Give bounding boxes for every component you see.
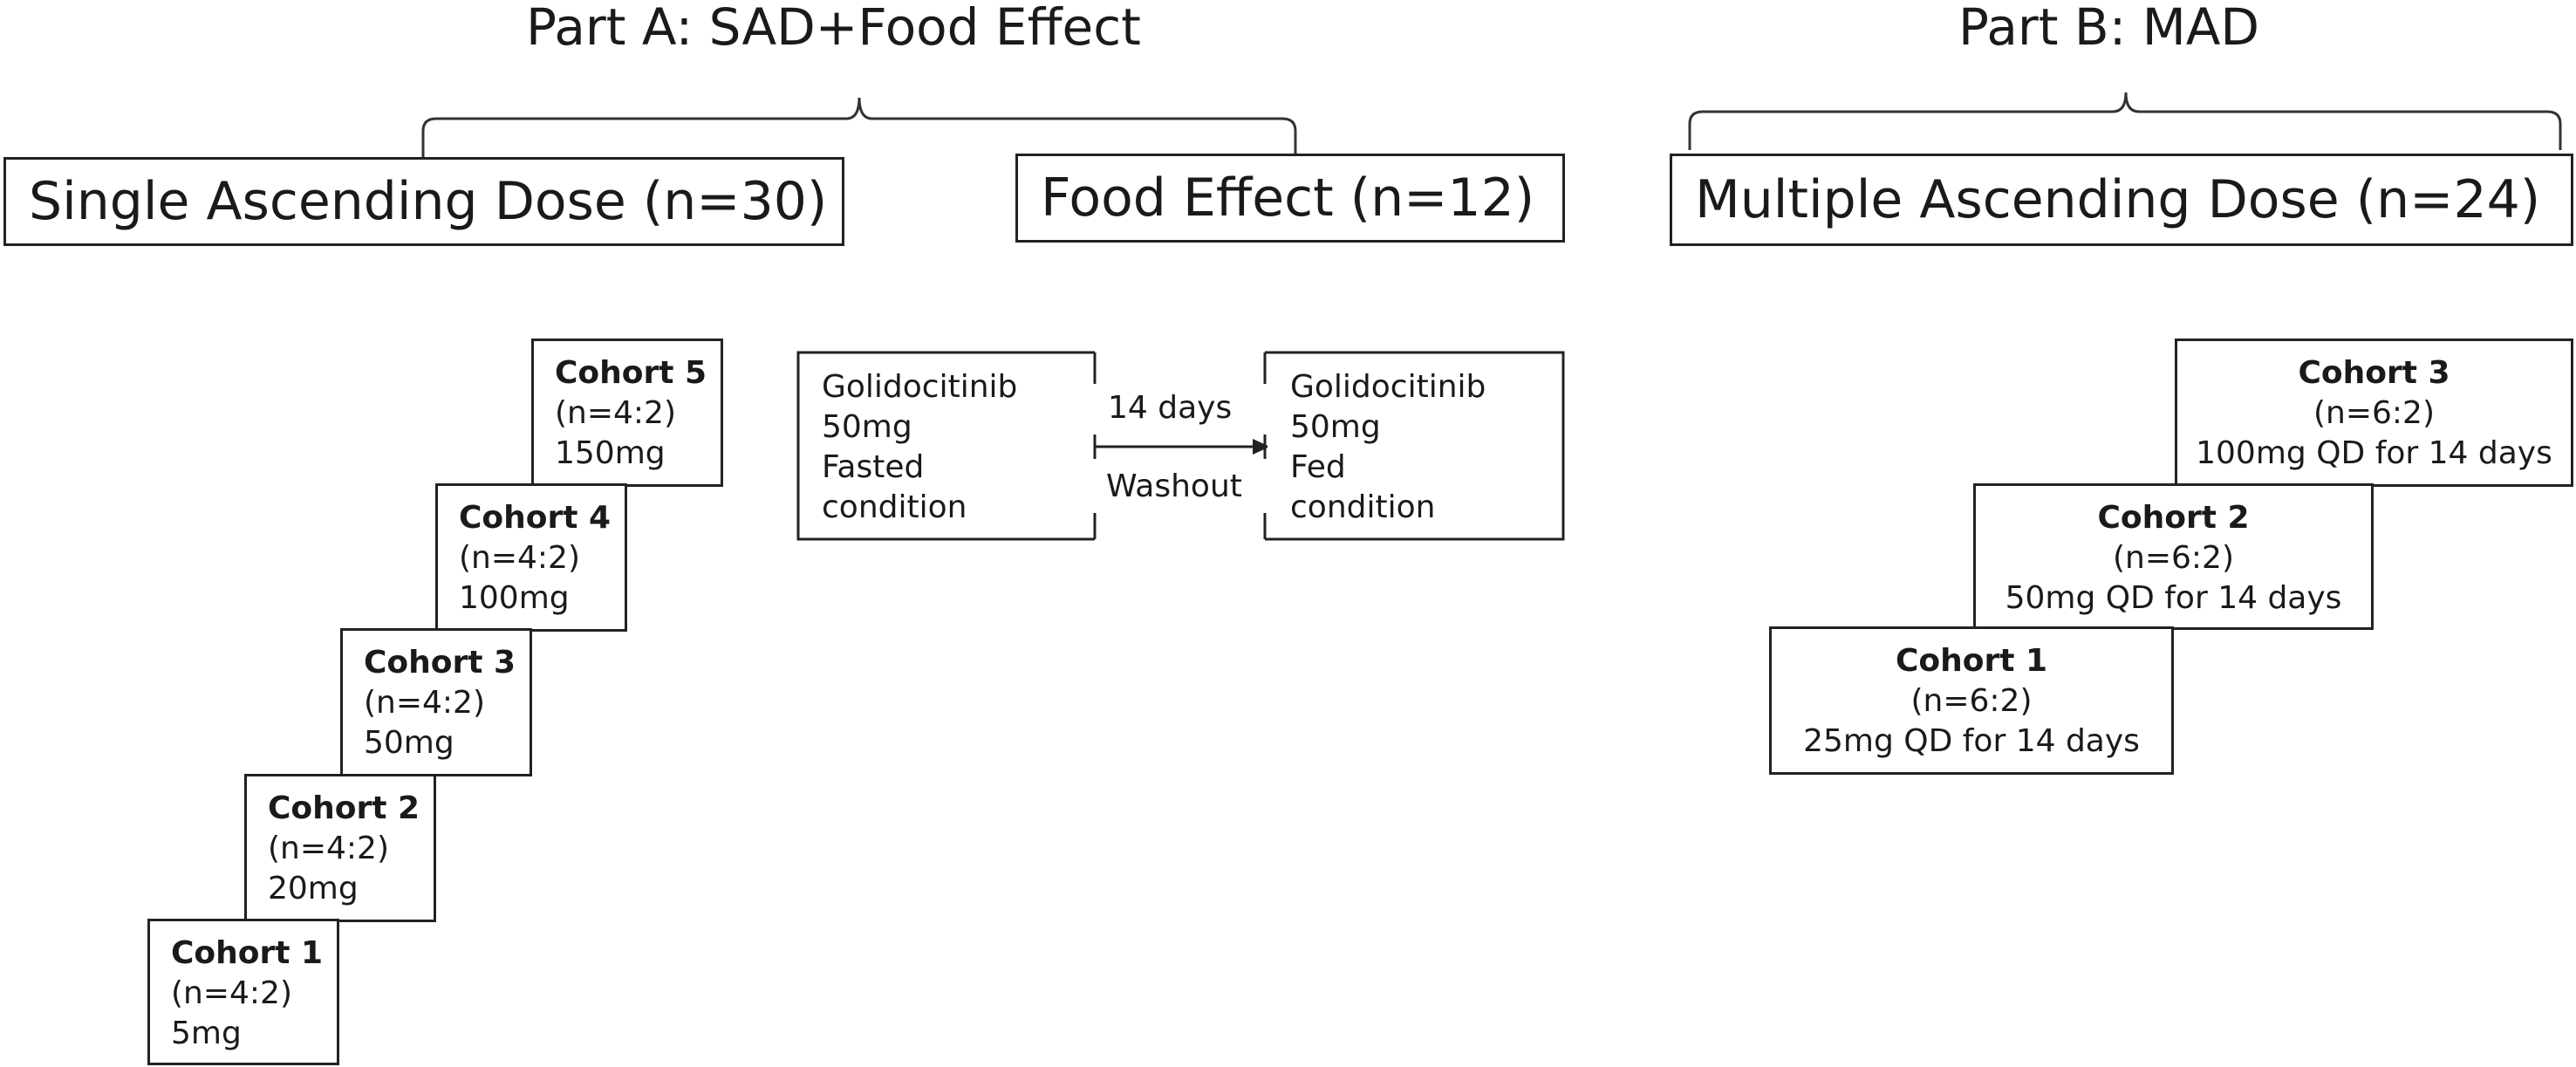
cohort-n: (n=4:2)	[555, 395, 677, 431]
washout-label: Washout	[1106, 469, 1242, 504]
fed-condition-line2: condition	[1290, 489, 1436, 525]
sad-header: Single Ascending Dose (n=30)	[3, 157, 844, 246]
fed-condition-box: Golidocitinib 50mg Fed condition	[1268, 355, 1559, 537]
fasted-condition-line1: Fasted	[822, 449, 925, 485]
cohort-n: (n=4:2)	[268, 831, 390, 866]
cohort-name: Cohort 1	[1895, 643, 2048, 679]
fasted-drug: Golidocitinib	[822, 369, 1018, 405]
mad-cohort-2: Cohort 2 (n=6:2) 50mg QD for 14 days	[1973, 483, 2374, 630]
cohort-dose: 100mg QD for 14 days	[2196, 435, 2552, 471]
fasted-condition-line2: condition	[822, 489, 967, 525]
part-a-title: Part A: SAD+Food Effect	[526, 0, 1141, 57]
cohort-dose: 5mg	[171, 1016, 242, 1051]
cohort-n: (n=4:2)	[459, 540, 581, 576]
mad-header: Multiple Ascending Dose (n=24)	[1670, 154, 2573, 246]
part-b-brace	[1688, 92, 2562, 150]
cohort-dose: 100mg	[459, 580, 570, 616]
cohort-name: Cohort 3	[2298, 355, 2450, 391]
sad-cohort-4: Cohort 4 (n=4:2) 100mg	[435, 483, 627, 632]
fasted-condition-box: Golidocitinib 50mg Fasted condition	[801, 355, 1089, 537]
cohort-name: Cohort 2	[2097, 500, 2250, 536]
cohort-dose: 150mg	[555, 435, 666, 471]
food-effect-header-label: Food Effect (n=12)	[1041, 168, 1535, 229]
cohort-name: Cohort 2	[268, 790, 420, 826]
cohort-dose: 20mg	[268, 871, 359, 906]
part-a-brace	[421, 97, 1297, 157]
fasted-dose: 50mg	[822, 409, 912, 445]
cohort-n: (n=6:2)	[2313, 395, 2435, 431]
sad-cohort-3: Cohort 3 (n=4:2) 50mg	[340, 628, 532, 776]
cohort-dose: 25mg QD for 14 days	[1803, 723, 2140, 759]
fed-box-frame	[1265, 351, 1565, 541]
cohort-name: Cohort 3	[364, 645, 516, 681]
cohort-dose: 50mg QD for 14 days	[2005, 580, 2342, 616]
interval-label: 14 days	[1108, 390, 1233, 426]
cohort-dose: 50mg	[364, 725, 454, 761]
sad-header-label: Single Ascending Dose (n=30)	[29, 171, 828, 232]
cohort-name: Cohort 1	[171, 935, 324, 971]
fed-condition-line1: Fed	[1290, 449, 1346, 485]
sad-cohort-1: Cohort 1 (n=4:2) 5mg	[147, 919, 339, 1065]
mad-header-label: Multiple Ascending Dose (n=24)	[1695, 169, 2541, 230]
cohort-n: (n=4:2)	[171, 975, 293, 1011]
cohort-n: (n=6:2)	[2112, 540, 2234, 576]
cohort-name: Cohort 5	[555, 355, 707, 391]
mad-cohort-3: Cohort 3 (n=6:2) 100mg QD for 14 days	[2175, 339, 2573, 487]
fasted-box-frame	[796, 351, 1095, 541]
mad-cohort-1: Cohort 1 (n=6:2) 25mg QD for 14 days	[1769, 626, 2174, 775]
part-b-title: Part B: MAD	[1958, 0, 2260, 57]
cohort-n: (n=6:2)	[1910, 683, 2033, 719]
washout-arrow-head	[1253, 439, 1270, 455]
fed-dose: 50mg	[1290, 409, 1381, 445]
food-effect-header: Food Effect (n=12)	[1015, 154, 1565, 243]
sad-cohort-5: Cohort 5 (n=4:2) 150mg	[531, 339, 723, 487]
cohort-n: (n=4:2)	[364, 685, 486, 721]
fed-drug: Golidocitinib	[1290, 369, 1486, 405]
cohort-name: Cohort 4	[459, 500, 612, 536]
sad-cohort-2: Cohort 2 (n=4:2) 20mg	[244, 774, 436, 922]
